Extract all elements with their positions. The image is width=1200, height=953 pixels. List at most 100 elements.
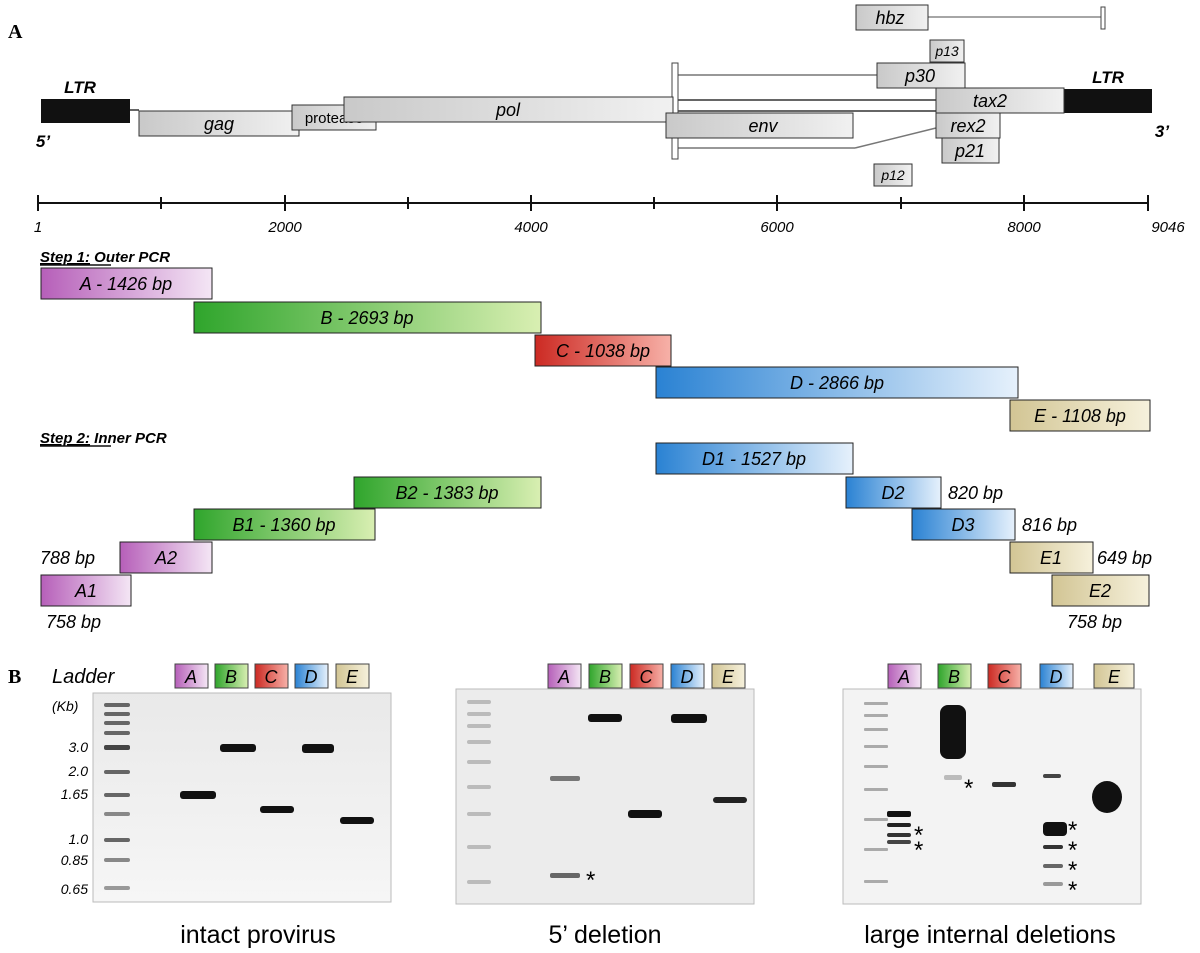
amplicon-a2 [119, 541, 213, 574]
gel3-asterisk-a2: * [914, 837, 923, 864]
a2-size-label: 788 bp [40, 548, 95, 568]
amplicon-e1 [1009, 541, 1094, 574]
genome-map: LTR LTR 5’ 3’ gag protease pol env hbz p… [36, 4, 1169, 187]
gene-rex2-label: rex2 [950, 116, 985, 136]
e2-size-label: 758 bp [1067, 612, 1122, 632]
amplicon-a2-label: A2 [154, 548, 177, 568]
kb-tick-0.65: 0.65 [61, 881, 88, 897]
amplicon-d [655, 366, 1019, 399]
gel2-lane-b: B [599, 667, 611, 687]
amplicon-e [1009, 399, 1151, 432]
gel3-lane-a: A [897, 667, 910, 687]
scale-tick-6000: 6000 [760, 219, 794, 236]
gel3-lane-e: E [1108, 667, 1121, 687]
gel-intact-provirus [92, 692, 392, 903]
gene-hbz [855, 4, 929, 31]
gel3-lane-c: C [998, 667, 1012, 687]
amplicon-d1-label: D1 - 1527 bp [702, 449, 806, 469]
amplicon-b [193, 301, 542, 334]
gel3-asterisk-d1: * [1068, 817, 1077, 844]
gel3-asterisk-d2: * [1068, 837, 1077, 864]
gene-p30-label: p30 [904, 66, 935, 86]
amplicon-d3 [911, 508, 1016, 541]
caption-intact-provirus: intact provirus [180, 921, 336, 949]
caption-5prime-deletion: 5’ deletion [548, 921, 661, 949]
kb-tick-0.85: 0.85 [61, 852, 88, 868]
kb-tick-1.0: 1.0 [69, 831, 89, 847]
gel2-lane-d: D [681, 667, 694, 687]
kb-tick-2.0: 2.0 [68, 763, 89, 779]
step2: Step 2: Inner PCR D1 - 1527 bp B2 - 1383… [40, 430, 1152, 632]
gel3-asterisk-b: * [964, 775, 973, 802]
amplicon-b-label: B - 2693 bp [320, 308, 413, 328]
gel3-asterisk-a1: * [914, 822, 923, 849]
gene-env [665, 112, 854, 139]
ltr-left-box [41, 99, 130, 123]
gel1-lane-c: C [265, 667, 279, 687]
gel2-lane-c: C [640, 667, 654, 687]
gene-pol-label: pol [495, 100, 521, 120]
ladder-label: Ladder [52, 666, 116, 688]
amplicon-e1-label: E1 [1040, 548, 1062, 568]
panel-a-label: A [8, 21, 23, 43]
gel3-asterisk-d3: * [1068, 857, 1077, 884]
amplicon-d2-label: D2 [881, 483, 904, 503]
gene-p12 [873, 163, 913, 187]
amplicon-c [534, 334, 672, 367]
gel2-lane-e: E [722, 667, 735, 687]
gene-p21 [941, 137, 1000, 164]
gel-large-internal-deletions: * * * * * * * [842, 688, 1142, 905]
amplicon-a-label: A - 1426 bp [79, 274, 172, 294]
panel-b-label: B [8, 666, 21, 688]
amplicon-a [40, 267, 213, 300]
scale-tick-4000: 4000 [514, 219, 548, 236]
amplicon-b2 [353, 476, 542, 509]
gel1-lane-a: A [184, 667, 197, 687]
ltr-left-label: LTR [64, 78, 97, 97]
gene-hbz-label: hbz [875, 8, 904, 28]
kb-tick-1.65: 1.65 [61, 786, 88, 802]
gel2-asterisk: * [586, 867, 595, 894]
gel3-lane-b: B [948, 667, 960, 687]
gel1-lane-e: E [346, 667, 359, 687]
step2-title: Step 2: Inner PCR [40, 430, 167, 447]
gene-gag-label: gag [204, 114, 234, 134]
amplicon-e-label: E - 1108 bp [1034, 406, 1126, 426]
amplicon-a1 [40, 574, 132, 607]
e1-size-label: 649 bp [1097, 548, 1152, 568]
amplicon-b1 [193, 508, 376, 541]
kb-label: (Kb) [52, 698, 78, 714]
genome-scale: 1 2000 4000 6000 8000 9046 [34, 195, 1185, 236]
gel-panel: Ladder (Kb) A B C D E A B C D E A B C D … [52, 663, 1142, 949]
gene-p21-label: p21 [954, 141, 985, 161]
gene-p12-label: p12 [880, 167, 905, 183]
step1-title: Step 1: Outer PCR [40, 249, 170, 266]
scale-tick-2000: 2000 [267, 219, 302, 236]
gene-p30 [876, 62, 966, 89]
amplicon-e2-label: E2 [1089, 581, 1111, 601]
three-prime-label: 3’ [1155, 122, 1169, 141]
gel1-lane-d: D [305, 667, 318, 687]
amplicon-b2-label: B2 - 1383 bp [395, 483, 498, 503]
gene-env-label: env [748, 116, 778, 136]
amplicon-d-label: D - 2866 bp [790, 373, 884, 393]
amplicon-e2 [1051, 574, 1150, 607]
d2-size-label: 820 bp [948, 483, 1003, 503]
amplicon-b1-label: B1 - 1360 bp [232, 515, 335, 535]
amplicon-d1 [655, 442, 854, 475]
gel-5prime-deletion: * [455, 688, 755, 905]
gel3-asterisk-d4: * [1068, 877, 1077, 904]
step1: Step 1: Outer PCR A - 1426 bp B - 2693 b… [40, 249, 1151, 432]
caption-large-internal-deletions: large internal deletions [864, 921, 1116, 949]
amplicon-d3-label: D3 [951, 515, 974, 535]
scale-tick-1: 1 [34, 219, 42, 236]
scale-tick-8000: 8000 [1007, 219, 1041, 236]
gene-p13 [929, 39, 965, 63]
gel3-lane-d: D [1050, 667, 1063, 687]
ltr-right-box [1063, 89, 1152, 113]
amplicon-d2 [845, 476, 942, 509]
gene-tax2 [935, 87, 1065, 114]
amplicon-c-label: C - 1038 bp [556, 341, 650, 361]
five-prime-label: 5’ [36, 132, 50, 151]
